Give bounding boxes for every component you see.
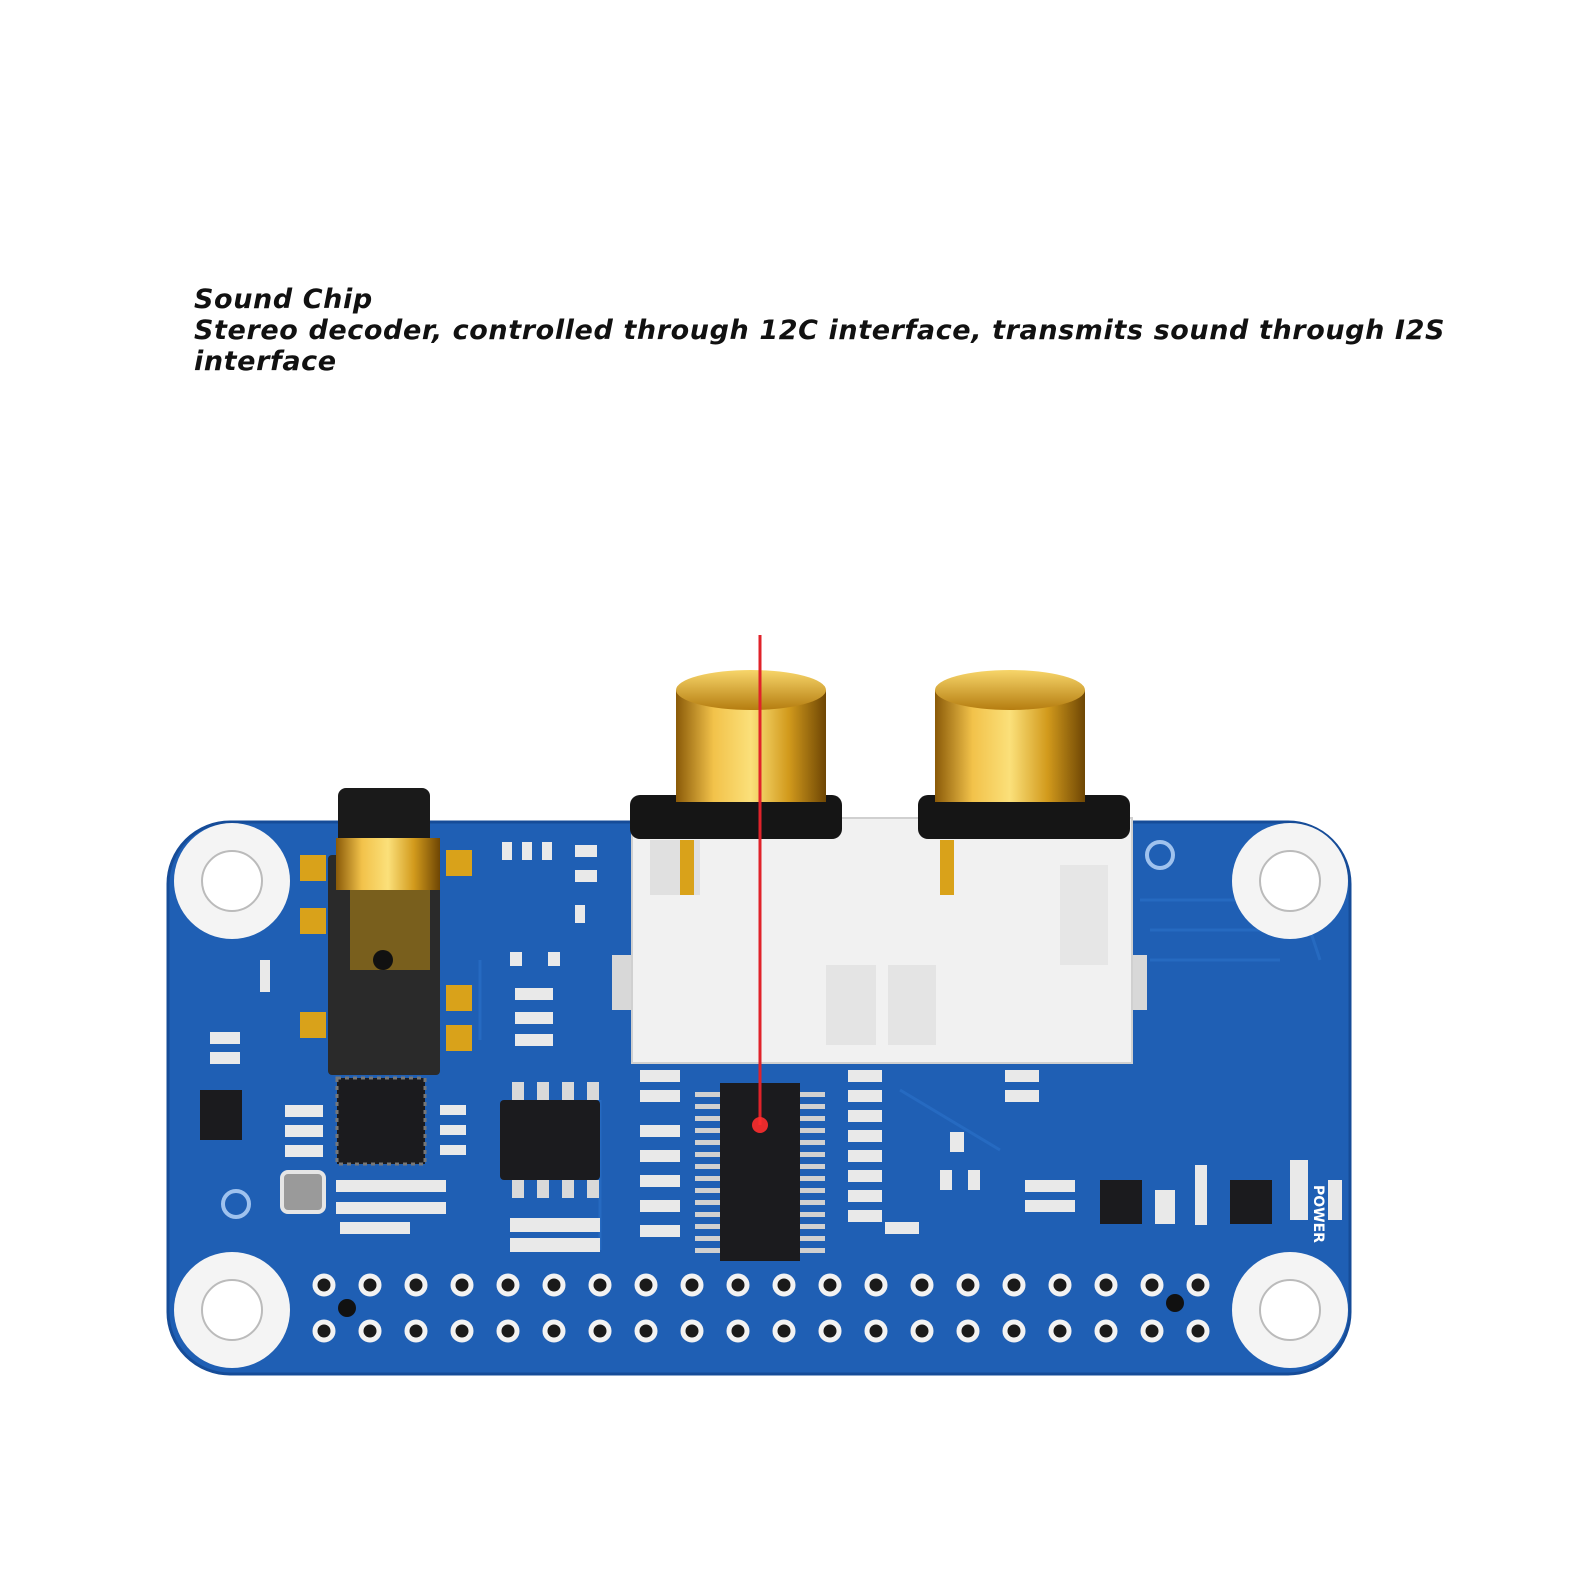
annotation-marker-dot [752,1117,768,1133]
sot-regulator [200,1090,242,1140]
caption-description-line-1: Stereo decoder, controlled through 12C i… [194,315,1446,346]
sot-regulator [1100,1180,1142,1224]
fiducial-icon [1166,1294,1184,1312]
via-icon [221,1189,251,1219]
caption: Sound Chip Stereo decoder, controlled th… [194,284,1494,377]
crystal [280,1170,326,1214]
soic8-chip [500,1082,600,1198]
caption-description-line-2: interface [194,346,337,377]
rca-jack-right [918,670,1130,895]
headphone-jack [300,788,472,1075]
rca-connector-housing [612,817,1147,1064]
mounting-hole-icon [1232,823,1348,939]
mounting-hole-icon [174,1252,290,1368]
sot-regulator [1230,1180,1272,1224]
caption-title: Sound Chip [194,284,373,315]
via-icon [1145,840,1175,870]
silkscreen-power-label: POWER [1310,1185,1326,1243]
qfn-chip [335,1076,427,1166]
mounting-hole-icon [174,823,290,939]
rca-jack-left [630,670,842,895]
passive-components [210,842,1342,1252]
fiducial-icon [338,1299,356,1317]
gpio-header [312,1273,1210,1343]
mounting-hole-icon [1232,1252,1348,1368]
